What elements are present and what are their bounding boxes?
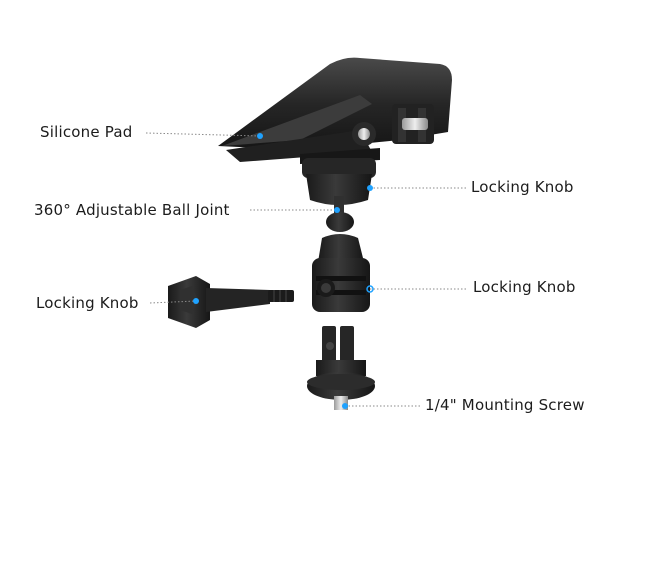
leader-locking-knob-left <box>149 300 197 304</box>
marker-locking-knob-mid <box>366 285 374 293</box>
marker-locking-knob-top <box>367 185 373 191</box>
label-mounting-screw: 1/4" Mounting Screw <box>425 396 585 414</box>
thumb-screw <box>168 276 294 328</box>
label-locking-knob-left: Locking Knob <box>36 294 139 312</box>
quarter-inch-adapter <box>307 326 375 410</box>
label-silicone-pad: Silicone Pad <box>40 123 133 141</box>
top-locking-knob <box>302 158 376 205</box>
label-locking-knob-mid: Locking Knob <box>473 278 576 296</box>
marker-silicone-pad <box>257 133 263 139</box>
clamp-with-silicone-pad <box>218 57 452 164</box>
callout-markers <box>193 133 374 409</box>
leader-silicone-pad <box>145 132 261 137</box>
ball-joint <box>326 196 354 232</box>
label-ball-joint: 360° Adjustable Ball Joint <box>34 201 230 219</box>
marker-mounting-screw <box>342 403 348 409</box>
marker-locking-knob-left <box>193 298 199 304</box>
marker-ball-joint <box>334 207 340 213</box>
label-locking-knob-top: Locking Knob <box>471 178 574 196</box>
leader-lines <box>145 132 468 407</box>
middle-locking-knob <box>312 234 370 312</box>
